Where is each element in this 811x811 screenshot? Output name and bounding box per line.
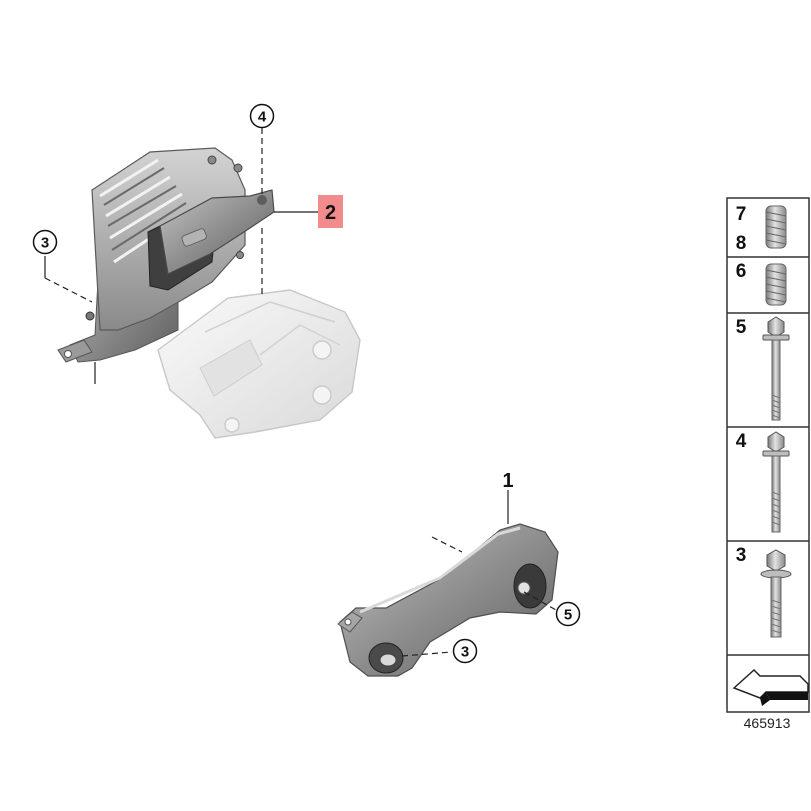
medium-bolt-icon	[762, 431, 790, 533]
callout-1: 1	[502, 470, 513, 492]
long-bolt-icon	[762, 316, 790, 421]
assembly-lines-upper	[44, 128, 318, 384]
side-cell-4-label: 4	[736, 431, 747, 452]
side-cell-7-label: 7	[736, 204, 747, 225]
callout-5-lower: 5	[555, 601, 581, 627]
callout-2-text: 2	[325, 202, 336, 224]
flange-bolt-icon	[760, 549, 792, 638]
diagram-number: 465913	[744, 715, 791, 731]
side-cell-3-label: 3	[736, 545, 747, 566]
callout-3-left-text: 3	[41, 235, 49, 252]
engine-mount-upper	[57, 147, 275, 363]
side-cell-5-label: 5	[736, 317, 747, 338]
callout-5-lower-text: 5	[564, 607, 572, 624]
callout-1-text: 1	[502, 470, 513, 492]
callout-3-left: 3	[32, 229, 58, 255]
threaded-insert-icon	[765, 205, 787, 249]
callout-2-highlight: 2	[318, 195, 343, 228]
assembly-lines-lower	[401, 490, 557, 657]
callout-3-lower-text: 3	[461, 644, 469, 661]
carrier-bracket-ghost	[157, 289, 361, 439]
torque-rod-lower	[337, 523, 559, 677]
direction-arrow-icon	[732, 668, 809, 706]
threaded-sleeve-icon	[765, 263, 787, 306]
side-cell-6-label: 6	[736, 261, 747, 282]
callout-3-lower: 3	[452, 638, 478, 664]
side-cell-8-label: 8	[736, 233, 747, 254]
callout-4-top: 4	[249, 103, 275, 129]
side-parts-panel: 7 8 6 5 4 3	[726, 197, 810, 713]
callout-4-top-text: 4	[258, 109, 267, 126]
